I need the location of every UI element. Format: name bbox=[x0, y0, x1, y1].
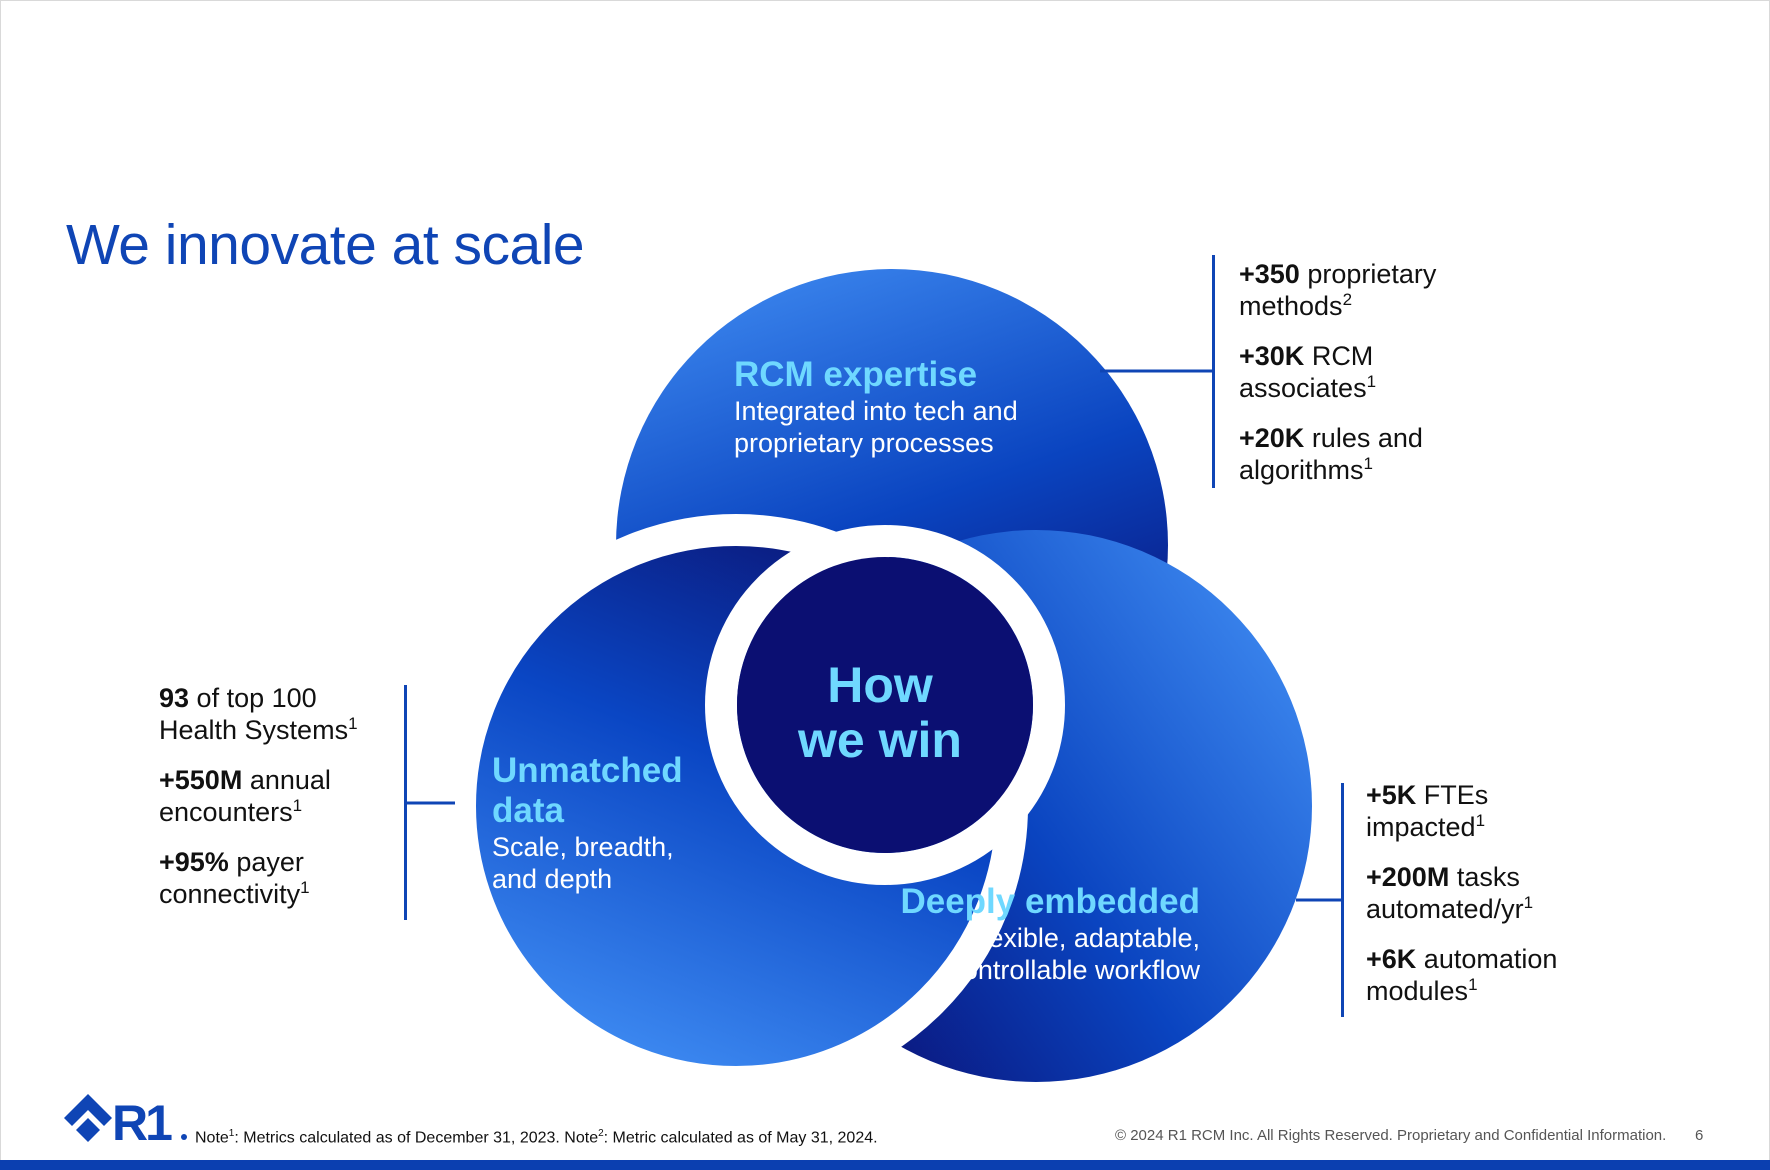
center-core bbox=[737, 557, 1033, 853]
rcm-expertise-sub-1: Integrated into tech and bbox=[734, 396, 1018, 426]
center-ring bbox=[705, 525, 1065, 885]
copyright-text: © 2024 R1 RCM Inc. All Rights Reserved. … bbox=[1115, 1127, 1667, 1144]
bottom-brand-bar bbox=[0, 1160, 1770, 1170]
center-label: How we win bbox=[798, 657, 962, 768]
unmatched-data-heading-2: data bbox=[492, 791, 564, 830]
unmatched-data-sub-1: Scale, breadth, bbox=[492, 832, 674, 862]
page-number: 6 bbox=[1695, 1127, 1704, 1144]
rcm-expertise-sub-2: proprietary processes bbox=[734, 428, 994, 458]
deeply-embedded-sub-2: controllable workflow bbox=[949, 955, 1200, 985]
r1-logo: R1 bbox=[64, 1094, 187, 1146]
unmatched-data-heading-1: Unmatched bbox=[492, 751, 683, 790]
diamond-arrow-logo-icon bbox=[64, 1094, 112, 1142]
bracket-left bbox=[404, 685, 407, 920]
bracket-bottom-right bbox=[1341, 783, 1344, 1017]
deeply-embedded-heading: Deeply embedded bbox=[900, 882, 1200, 921]
unmatched-data-sub-2: and depth bbox=[492, 864, 613, 894]
footnote: Note1: Metrics calculated as of December… bbox=[195, 1128, 878, 1147]
unmatched-data-text: Unmatched data Scale, breadth, and depth bbox=[492, 751, 683, 895]
page-title: We innovate at scale bbox=[66, 213, 585, 277]
deeply-embedded-sub-1: Flexible, adaptable, bbox=[965, 923, 1200, 953]
bracket-top-right bbox=[1212, 255, 1215, 488]
rcm-expertise-text: RCM expertise Integrated into tech and p… bbox=[734, 355, 1018, 459]
logo-wordmark: R1 bbox=[112, 1095, 172, 1146]
rcm-expertise-heading: RCM expertise bbox=[734, 355, 978, 394]
deeply-embedded-text: Deeply embedded Flexible, adaptable, con… bbox=[840, 882, 1200, 986]
